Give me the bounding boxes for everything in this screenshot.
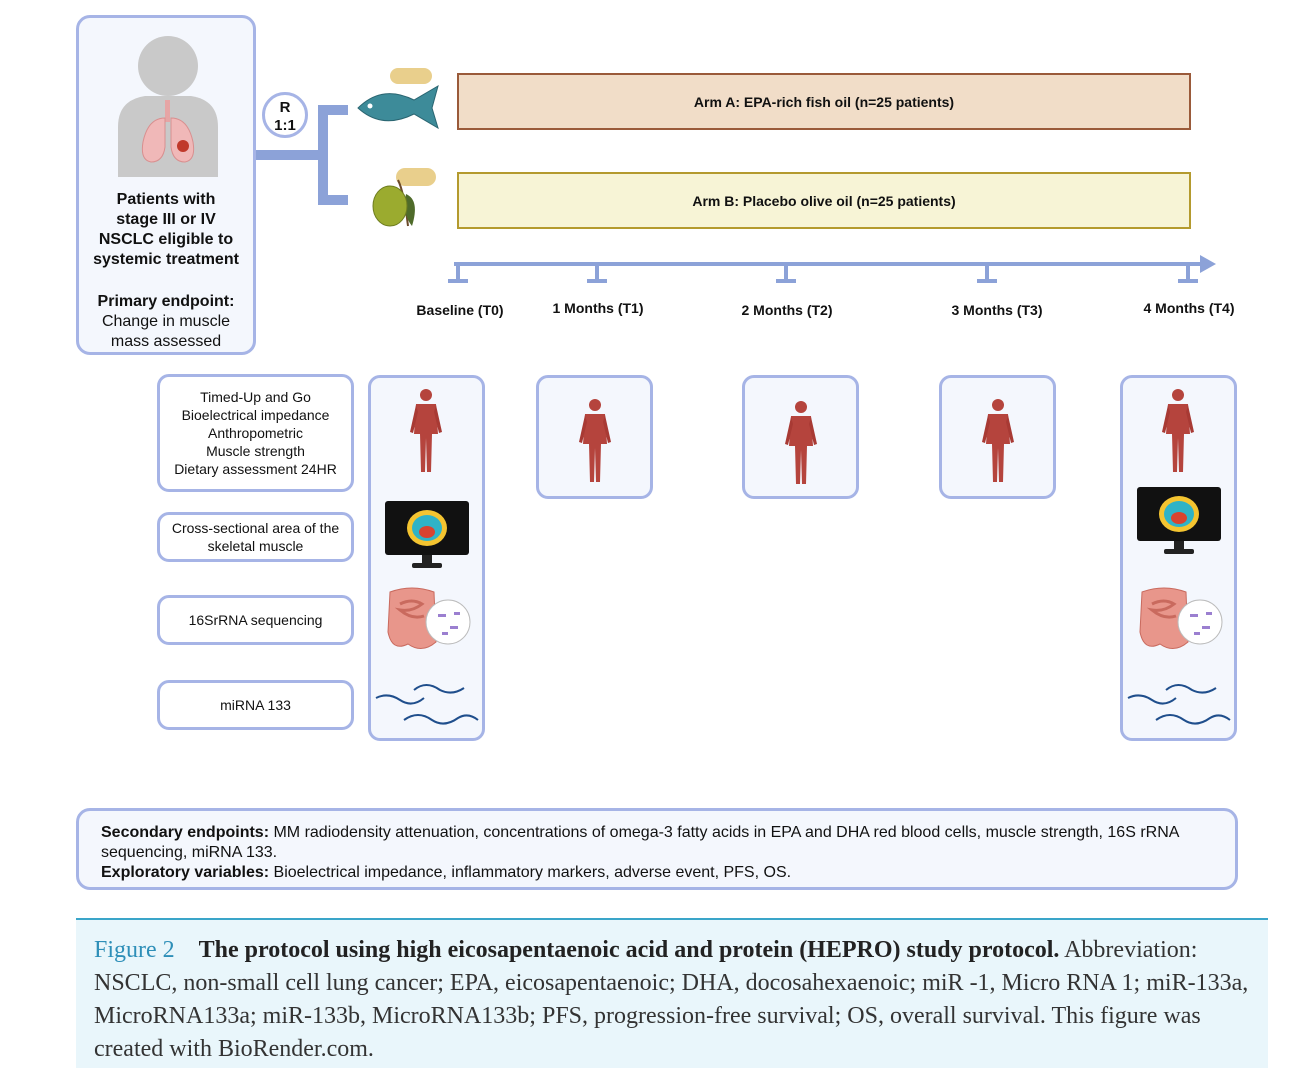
measure-physical-line-1: Timed-Up and Go	[200, 389, 311, 405]
arm-b-label: Arm B: Placebo olive oil (n=25 patients)	[692, 192, 956, 209]
measure-physical-line-5: Dietary assessment 24HR	[174, 461, 337, 477]
figure-title: The protocol using high eicosapentaenoic…	[198, 937, 1060, 963]
timeline-label-t3: 3 Months (T3)	[951, 302, 1043, 318]
mirna-strand-icon	[375, 684, 479, 725]
patient-lungs-icon	[118, 36, 218, 177]
randomization-ratio: 1:1	[274, 117, 296, 134]
measure-16s-box: 16SrRNA sequencing	[157, 595, 354, 645]
measure-physical-line-3: Anthropometric	[208, 425, 303, 441]
measure-ct-line-1: Cross-sectional area of the	[171, 520, 340, 536]
muscle-body-icon	[1162, 389, 1194, 472]
arm-a-label: Arm A: EPA-rich fish oil (n=25 patients)	[693, 93, 955, 110]
figure-caption: Figure 2 The protocol using high eicosap…	[76, 918, 1268, 1068]
randomization-r: R	[279, 99, 291, 116]
exploratory-variables-paragraph: Exploratory variables: Bioelectrical imp…	[101, 863, 1213, 883]
figure-caption-text: Abbreviation: NSCLC, non-small cell lung…	[94, 937, 1249, 1062]
randomization-connector	[256, 105, 348, 205]
gut-microbiome-icon	[1139, 587, 1223, 649]
secondary-endpoints-title: Secondary endpoints:	[101, 824, 270, 841]
randomization-badge: R 1:1	[262, 92, 308, 138]
measure-physical-line-4: Muscle strength	[206, 443, 305, 459]
muscle-body-icon	[579, 399, 611, 482]
arm-a-box: Arm A: EPA-rich fish oil (n=25 patients)	[457, 73, 1191, 130]
ct-monitor-icon	[385, 501, 469, 568]
figure-label: Figure 2	[94, 937, 175, 963]
measure-16s-label: 16SrRNA sequencing	[188, 612, 323, 628]
patient-line-2: stage III or IV	[116, 211, 216, 228]
timeline-axis	[448, 255, 1216, 283]
secondary-endpoints-box: Secondary endpoints: MM radiodensity att…	[76, 808, 1238, 890]
arm-b-box: Arm B: Placebo olive oil (n=25 patients)	[457, 172, 1191, 229]
patient-line-3: NSCLC eligible to	[98, 231, 234, 248]
ct-monitor-icon	[1137, 487, 1221, 554]
olive-icon	[372, 168, 436, 227]
mirna-strand-icon	[1127, 684, 1231, 725]
exploratory-variables-title: Exploratory variables:	[101, 864, 270, 881]
timeline-label-t1: 1 Months (T1)	[552, 300, 644, 316]
patient-box: Patients with stage III or IV NSCLC elig…	[76, 15, 256, 355]
primary-endpoint-line-2: mass assessed	[110, 333, 222, 350]
patient-line-4: systemic treatment	[93, 251, 239, 268]
fish-oil-icon	[357, 68, 439, 130]
primary-endpoint-line-1: Change in muscle	[101, 313, 231, 330]
primary-endpoint-title: Primary endpoint:	[97, 293, 235, 310]
gut-microbiome-icon	[387, 587, 471, 649]
exploratory-variables-text: Bioelectrical impedance, inflammatory ma…	[269, 864, 792, 881]
patient-line-1: Patients with	[116, 191, 216, 208]
measure-ct-line-2: skeletal muscle	[207, 538, 304, 554]
measure-physical-box: Timed-Up and Go Bioelectrical impedance …	[157, 374, 354, 492]
timeline-label-t0: Baseline (T0)	[416, 302, 504, 318]
muscle-body-icon	[785, 401, 817, 484]
timeline-label-t2: 2 Months (T2)	[741, 302, 833, 318]
secondary-endpoints-text: MM radiodensity attenuation, concentrati…	[101, 824, 1179, 861]
timeline-label-t4: 4 Months (T4)	[1143, 300, 1235, 316]
secondary-endpoints-paragraph: Secondary endpoints: MM radiodensity att…	[101, 823, 1213, 863]
measure-mirna-box: miRNA 133	[157, 680, 354, 730]
muscle-body-icon	[410, 389, 442, 472]
measure-mirna-label: miRNA 133	[220, 697, 291, 713]
muscle-body-icon	[982, 399, 1014, 482]
measure-ct-box: Cross-sectional area of the skeletal mus…	[157, 512, 354, 562]
measure-physical-line-2: Bioelectrical impedance	[181, 407, 330, 423]
